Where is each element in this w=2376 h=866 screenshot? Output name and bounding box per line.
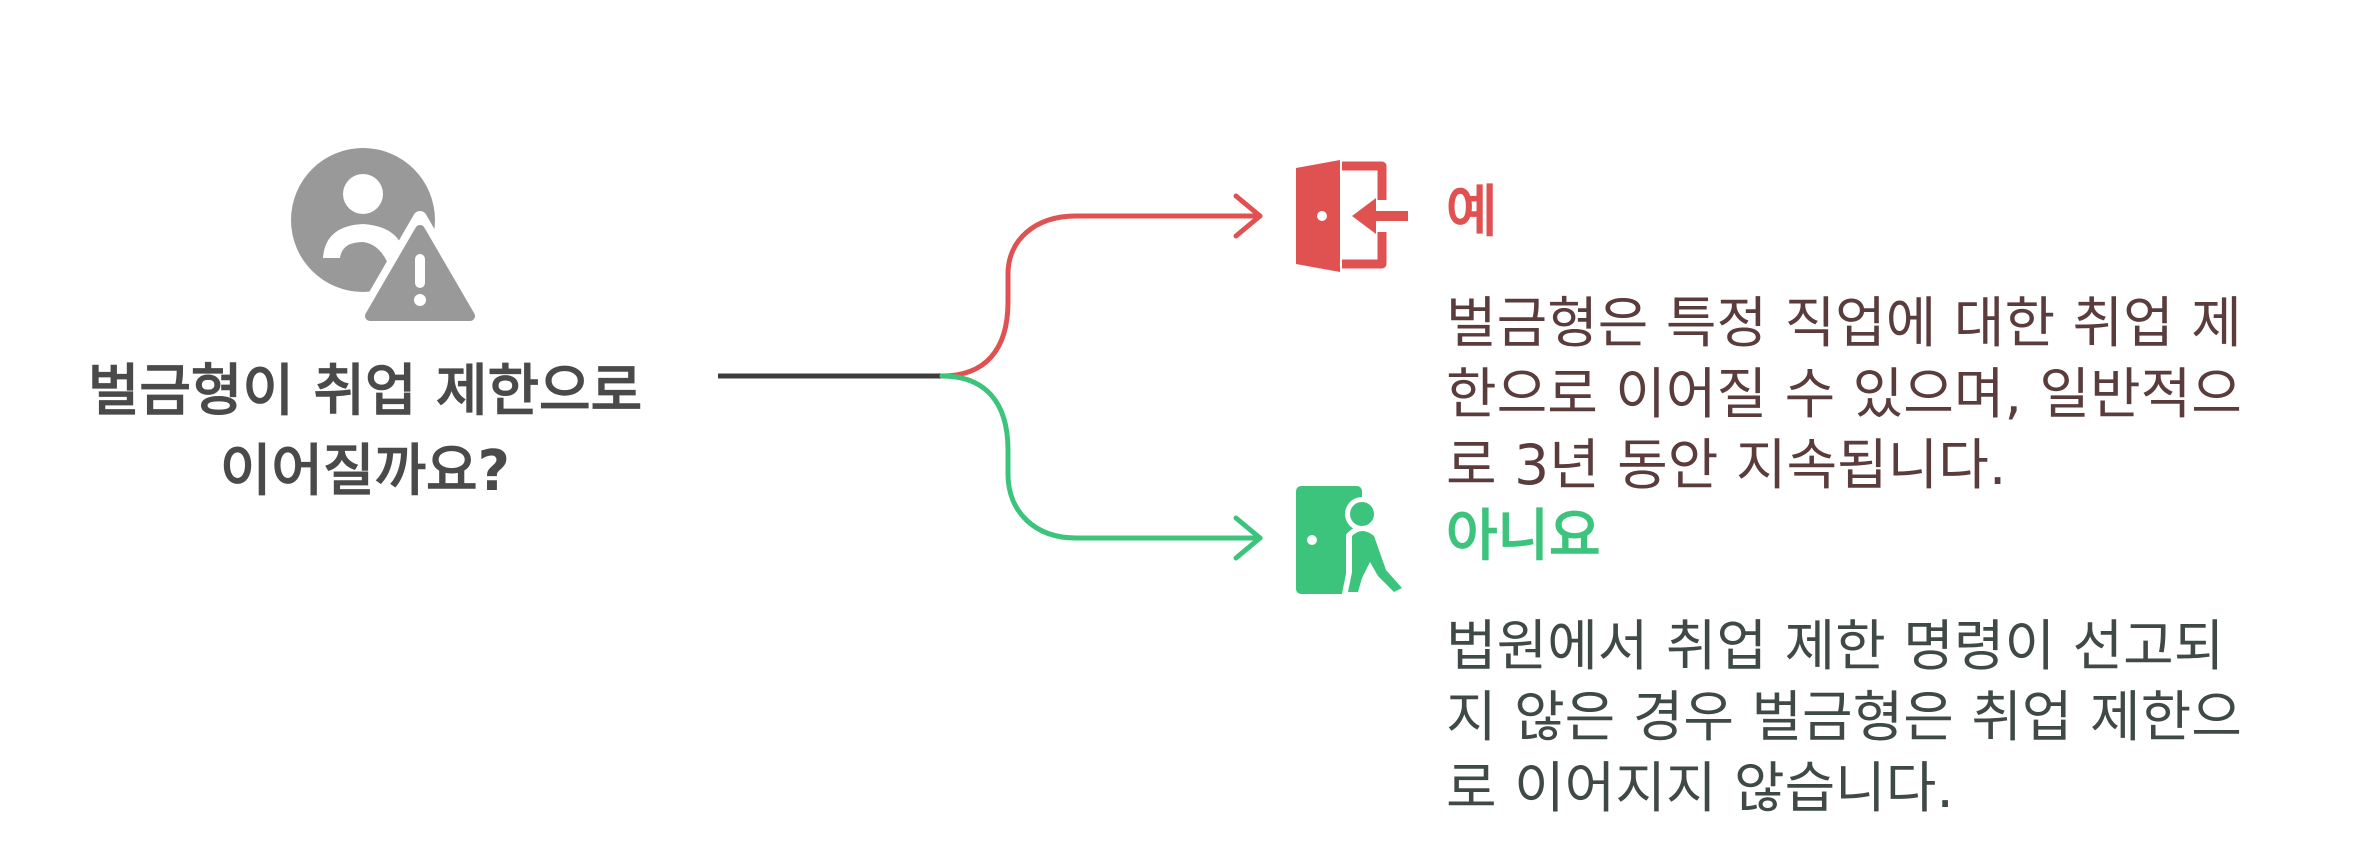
no-arrowhead: [1233, 515, 1263, 561]
description-line: 벌금형은 특정 직업에 대한 취업 제: [1446, 291, 2242, 355]
user-warning-icon: [291, 148, 480, 329]
question-title: 벌금형이 취업 제한으로 이어질까요?: [40, 352, 690, 512]
question-line-2: 이어질까요?: [219, 439, 511, 504]
no-connector: [939, 373, 1263, 541]
description-line: 법원에서 취업 제한 명령이 선고되: [1446, 614, 2225, 678]
description-line: 로 이어지지 않습니다.: [1446, 756, 1954, 820]
branch-label-yes: 예: [1446, 180, 1498, 245]
yes-arrowhead: [1233, 193, 1263, 239]
branch-description-yes: 벌금형은 특정 직업에 대한 취업 제 한으로 이어질 수 있으며, 일반적으 …: [1446, 288, 2326, 501]
yes-connector: [939, 213, 1263, 379]
branch-label-no: 아니요: [1446, 504, 1601, 569]
door-exit-icon: [1296, 486, 1408, 596]
description-line: 지 않은 경우 벌금형은 취업 제한으: [1446, 685, 2242, 749]
description-line: 한으로 이어질 수 있으며, 일반적으: [1446, 362, 2242, 426]
door-enter-icon: [1296, 160, 1408, 272]
question-line-1: 벌금형이 취업 제한으로: [87, 359, 643, 424]
description-line: 로 3년 동안 지속됩니다.: [1446, 433, 2007, 497]
branch-description-no: 법원에서 취업 제한 명령이 선고되 지 않은 경우 벌금형은 취업 제한으 로…: [1446, 611, 2326, 824]
